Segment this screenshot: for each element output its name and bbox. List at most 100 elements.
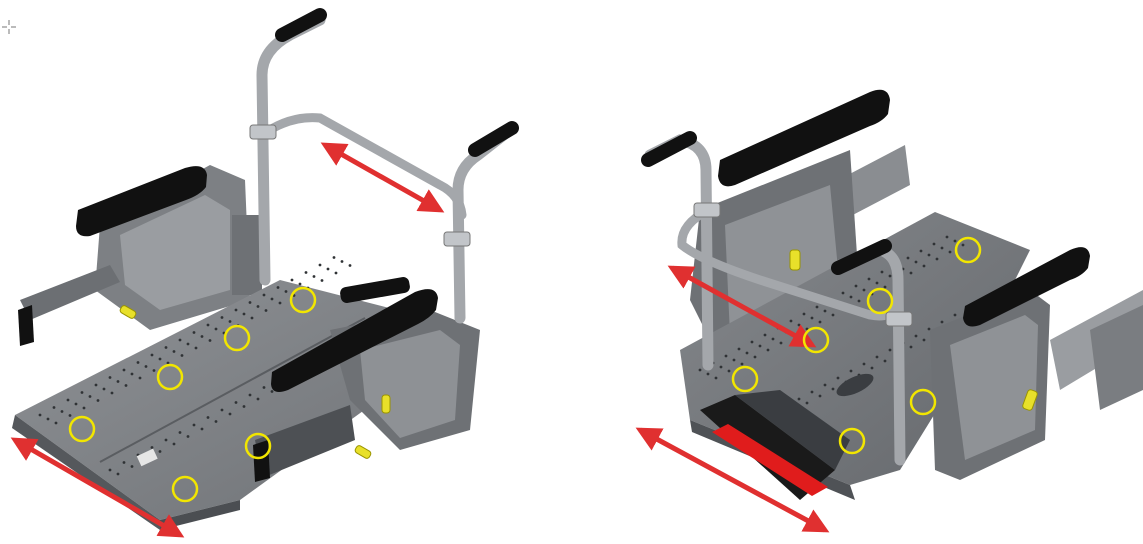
deck-hole: [906, 256, 910, 260]
highlight-circle-icon: [909, 388, 937, 416]
deck-hole: [242, 312, 246, 316]
deck-hole: [256, 397, 260, 401]
armrest-pad-left: [76, 166, 207, 237]
deck-hole: [256, 305, 260, 308]
deck-hole: [94, 383, 98, 387]
deck-hole: [854, 284, 858, 288]
deck-hole: [186, 342, 190, 346]
deck-hole: [320, 279, 324, 282]
deck-hole: [234, 401, 238, 404]
deck-hole: [841, 291, 845, 295]
deck-hole: [818, 394, 822, 398]
deck-hole: [206, 323, 210, 327]
deck-hole: [727, 369, 731, 373]
deck-hole: [815, 305, 819, 309]
right-side-plate: [930, 290, 1050, 480]
deck-hole: [60, 410, 64, 413]
highlight-circle-icon: [866, 287, 894, 315]
deck-hole: [248, 393, 252, 397]
deck-hole: [945, 235, 949, 239]
deck-hole: [304, 271, 308, 274]
highlight-circles-right: [731, 236, 982, 455]
deck-hole: [46, 417, 50, 421]
deck-hole: [152, 369, 156, 372]
deck-hole: [262, 386, 266, 389]
deck-hole: [192, 423, 196, 427]
push-handle-frame-right: [641, 131, 913, 466]
deck-hole: [750, 340, 754, 344]
deck-hole: [214, 420, 218, 423]
deck-hole: [935, 257, 939, 261]
deck-hole: [849, 369, 853, 373]
deck-hole: [927, 327, 931, 331]
deck-hole: [823, 309, 827, 313]
deck-hole: [745, 351, 749, 355]
deck-hole: [200, 427, 204, 431]
deck-hole: [150, 446, 154, 449]
deck-hole: [242, 405, 246, 408]
deck-hole: [940, 320, 944, 324]
push-handle-frame: [249, 8, 519, 324]
armrest-pad-top: [718, 89, 890, 187]
deck-hole: [110, 391, 114, 395]
deck-hole: [797, 323, 801, 327]
deck-hole: [172, 350, 176, 353]
armrest-pad-right-view: [963, 247, 1090, 327]
width-adjust-arrow-right: [635, 427, 830, 533]
deck-hole: [82, 406, 86, 410]
armrest-pad-right: [271, 289, 438, 392]
deck-hole: [220, 316, 224, 319]
deck-hole: [919, 249, 923, 253]
left-side-bracket: [18, 165, 262, 346]
deck-hole: [122, 368, 126, 372]
deck-hole: [270, 390, 274, 393]
deck-hole: [922, 264, 926, 268]
deck-hole: [953, 239, 957, 243]
deck-hole: [758, 344, 762, 348]
deck-hole: [74, 402, 78, 406]
deck-hole: [763, 333, 767, 337]
deck-hole: [818, 320, 822, 324]
deck-hole: [180, 354, 184, 357]
deck-hole: [797, 397, 801, 401]
deck-hole: [706, 372, 710, 376]
deck-hole: [914, 260, 918, 264]
deck-hole: [732, 358, 736, 362]
deck-hole: [228, 412, 232, 416]
deck-hole: [178, 431, 182, 434]
highlight-circle-icon: [954, 236, 982, 264]
yellow-lever-group-left: [119, 305, 391, 459]
deck-hole: [914, 334, 918, 338]
width-adjust-arrow-left: [10, 437, 185, 538]
deck-hole: [262, 293, 266, 297]
deck-hole: [214, 327, 218, 331]
deck-hole: [849, 295, 853, 299]
deck-hole: [66, 398, 70, 402]
deck-hole: [284, 290, 288, 293]
deck-hole: [779, 341, 783, 345]
deck-hole: [150, 353, 154, 357]
deck-hole: [932, 242, 936, 246]
deck-hole: [862, 362, 866, 366]
highlight-circle-icon: [171, 475, 199, 503]
deck-hole: [234, 308, 238, 312]
deck-hole: [332, 256, 336, 259]
deck-hole: [290, 278, 294, 282]
deck-hole: [102, 387, 106, 391]
deck-hole: [334, 271, 338, 275]
deck-hole: [138, 376, 142, 380]
deck-hole: [326, 267, 330, 271]
deck-hole: [278, 301, 282, 305]
highlight-circle-icon: [156, 363, 184, 391]
deck-hole: [348, 264, 352, 267]
deck-hole: [875, 355, 879, 359]
deck-hole: [961, 243, 965, 247]
handle-adjust-arrow-right: [667, 265, 817, 348]
deck-hole: [194, 346, 198, 350]
deck-hole: [789, 319, 793, 323]
highlight-circle-icon: [731, 365, 759, 393]
deck-hole: [96, 399, 100, 402]
deck-hole: [888, 348, 892, 352]
deck-hole: [312, 275, 316, 278]
